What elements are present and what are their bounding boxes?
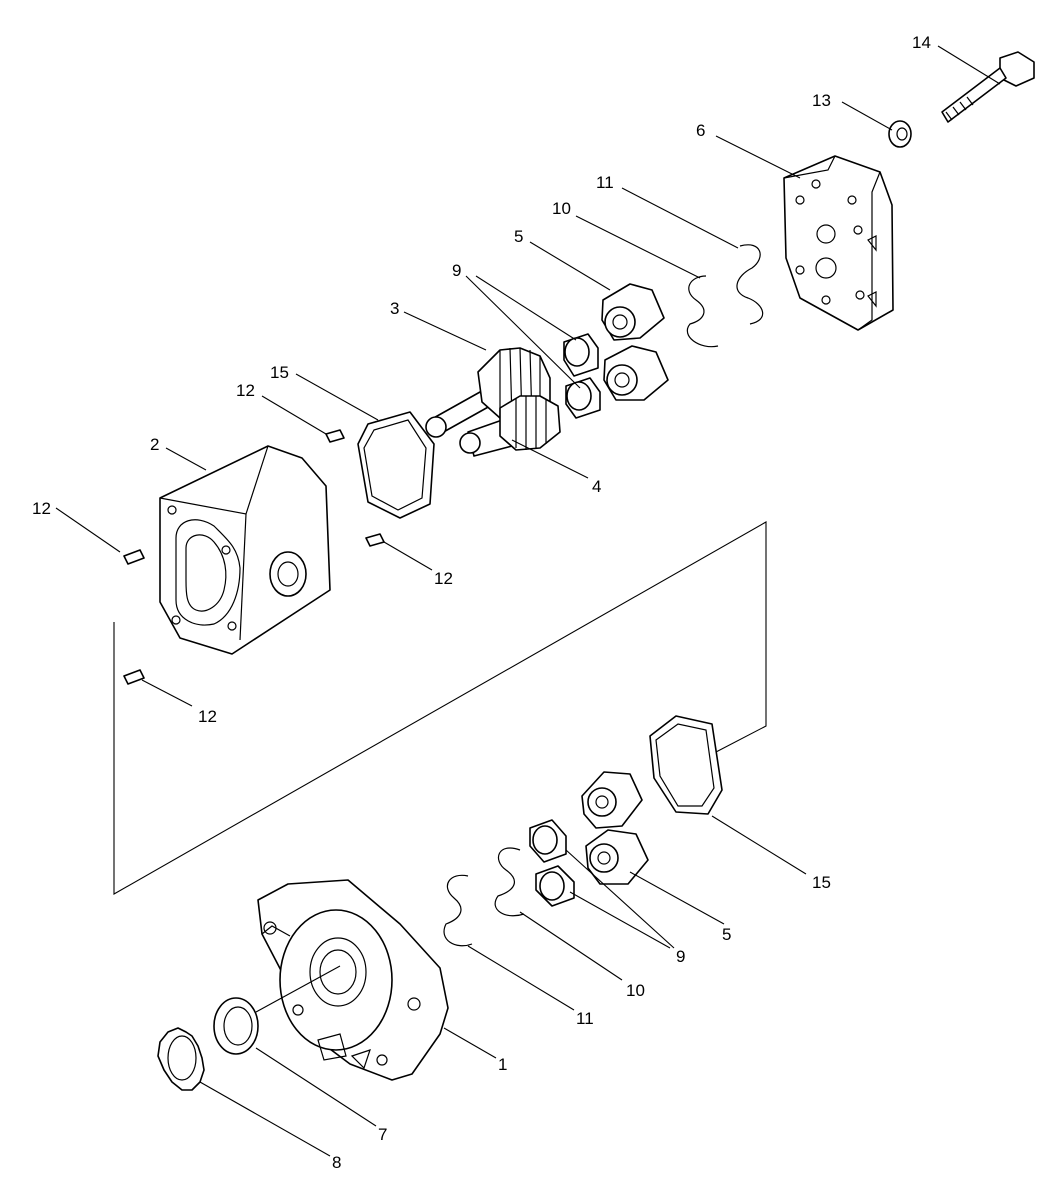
callout-9-lower: 9 xyxy=(676,947,685,966)
callout-1: 1 xyxy=(498,1055,507,1074)
callout-3: 3 xyxy=(390,299,399,318)
part-o-ring-upper xyxy=(357,411,435,519)
callout-10-lower: 10 xyxy=(626,981,645,1000)
callout-12-bottom: 12 xyxy=(198,707,217,726)
part-pump-body xyxy=(159,445,331,655)
callout-5-upper: 5 xyxy=(514,227,523,246)
callout-12-top: 12 xyxy=(236,381,255,400)
part-clip-10-upper xyxy=(686,275,719,348)
part-clip-11-lower xyxy=(443,874,473,947)
leader-lines xyxy=(55,45,1001,1157)
part-front-flange xyxy=(257,879,449,1081)
callout-2: 2 xyxy=(150,435,159,454)
part-gear-drive xyxy=(425,347,551,438)
callout-labels: 14 13 6 11 10 5 9 3 15 12 2 12 4 12 12 1… xyxy=(32,33,931,1172)
callout-10-upper: 10 xyxy=(552,199,571,218)
callout-14: 14 xyxy=(912,33,931,52)
part-rear-cover xyxy=(783,155,894,331)
assembly-outline xyxy=(113,521,767,895)
part-dowel-pins xyxy=(123,429,385,685)
part-clip-11-upper xyxy=(736,244,764,325)
part-bushing-lower xyxy=(581,771,649,885)
callout-15-upper: 15 xyxy=(270,363,289,382)
callout-7: 7 xyxy=(378,1125,387,1144)
callout-9-upper: 9 xyxy=(452,261,461,280)
callout-12-right: 12 xyxy=(434,569,453,588)
callout-13: 13 xyxy=(812,91,831,110)
callout-11-lower: 11 xyxy=(576,1009,594,1028)
part-bushing-upper xyxy=(601,283,669,401)
callout-15-lower: 15 xyxy=(812,873,831,892)
callout-6: 6 xyxy=(696,121,705,140)
callout-4: 4 xyxy=(592,477,601,496)
part-sleeves-upper xyxy=(563,333,601,419)
part-oil-seal xyxy=(213,997,259,1055)
part-gear-driven xyxy=(459,395,561,457)
part-snap-ring xyxy=(157,1027,205,1091)
part-sleeves-lower xyxy=(529,819,575,907)
callout-8: 8 xyxy=(332,1153,341,1172)
callout-12-left: 12 xyxy=(32,499,51,518)
part-clip-10-lower xyxy=(494,847,525,917)
part-washer xyxy=(888,120,912,148)
part-bolt xyxy=(941,51,1035,123)
callout-11-upper: 11 xyxy=(596,173,614,192)
part-o-ring-lower xyxy=(649,715,723,815)
callout-5-lower: 5 xyxy=(722,925,731,944)
